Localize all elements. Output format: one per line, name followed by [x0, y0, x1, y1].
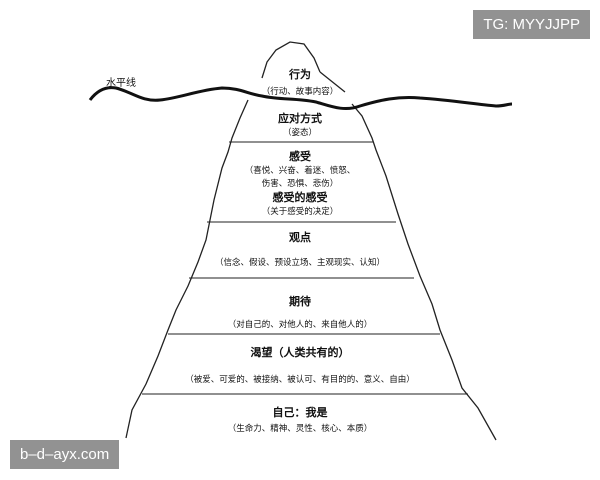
layer-self-detail: （生命力、精神、灵性、核心、本质） [227, 424, 373, 434]
layer-self-title: 自己：我是 [272, 406, 328, 419]
layer-coping-title: 应对方式 [278, 112, 322, 125]
layer-behavior-detail: （行动、故事内容） [261, 87, 339, 97]
layer-expectations-detail: （对自己的、对他人的、来自他人的） [227, 320, 373, 330]
iceberg-right-edge [319, 71, 497, 441]
layer-yearnings-title: 渴望（人类共有的） [250, 346, 350, 359]
layer-feelings-about-feelings-detail: （关于感受的决定） [261, 207, 339, 217]
layer-feelings-detail-line2: 伤害、恐惧、悲伤） [261, 179, 339, 189]
watermark-telegram: TG: MYYJJPP [473, 10, 590, 39]
layer-yearnings-detail: （被爱、可爱的、被接纳、被认可、有目的的、意义、自由） [185, 375, 415, 385]
waterline-label: 水平线 [106, 78, 136, 89]
layer-expectations-title: 期待 [289, 295, 311, 308]
iceberg-left-edge [125, 41, 321, 439]
layer-feelings-title: 感受 [289, 150, 311, 163]
layer-feelings-detail: （喜悦、兴奋、着迷、愤怒、 [244, 166, 356, 176]
layer-feelings-about-feelings-title: 感受的感受 [272, 191, 328, 204]
water-line [88, 86, 513, 110]
watermark-site: b–d–ayx.com [10, 440, 120, 469]
layer-perceptions-title: 观点 [289, 231, 311, 244]
layer-behavior-title: 行为 [289, 68, 311, 81]
layer-coping-detail: （姿态） [282, 128, 317, 138]
layer-perceptions-detail: （信念、假设、预设立场、主观现实、认知） [214, 258, 385, 268]
